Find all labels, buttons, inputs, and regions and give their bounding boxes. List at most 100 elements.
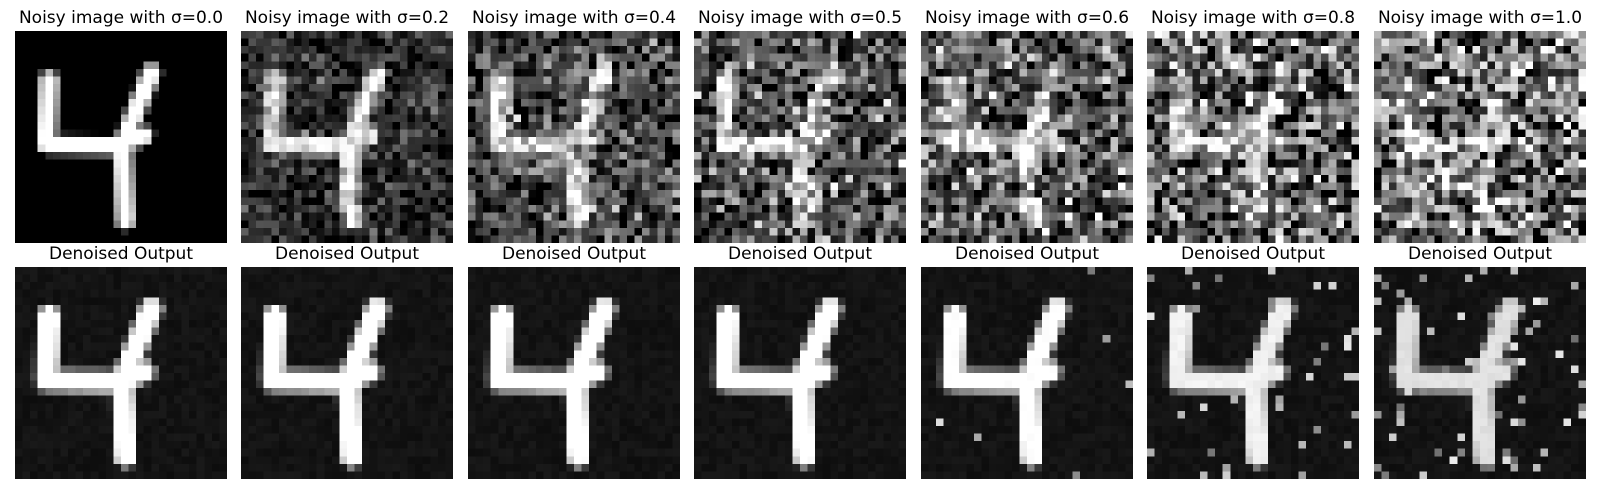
pixel	[657, 137, 666, 146]
pixel	[1042, 190, 1051, 199]
pixel	[151, 144, 160, 153]
pixel	[815, 235, 824, 243]
pixel	[1260, 212, 1269, 221]
pixel	[105, 212, 115, 221]
pixel	[1313, 235, 1322, 243]
pixel	[921, 129, 930, 138]
pixel	[52, 174, 62, 184]
pixel	[664, 227, 674, 237]
pixel	[415, 106, 424, 115]
pixel	[936, 114, 945, 123]
pixel	[784, 144, 794, 153]
pixel	[739, 129, 748, 138]
pixel	[762, 114, 771, 123]
pixel	[642, 121, 651, 131]
pixel	[845, 235, 854, 243]
pixel	[981, 31, 990, 40]
pixel	[1207, 235, 1216, 243]
pixel	[1200, 152, 1209, 161]
pixel	[75, 152, 84, 161]
pixel	[868, 152, 877, 161]
pixel	[989, 212, 998, 221]
pixel	[566, 106, 575, 115]
pixel	[853, 76, 862, 85]
pixel	[151, 152, 160, 161]
pixel	[657, 190, 666, 199]
pixel	[1072, 220, 1081, 229]
pixel	[505, 46, 515, 55]
pixel	[642, 38, 651, 47]
pixel	[1237, 46, 1247, 55]
pixel	[263, 205, 272, 214]
pixel	[407, 182, 416, 191]
pixel	[928, 61, 937, 70]
pixel	[1510, 61, 1519, 70]
pixel	[951, 144, 960, 153]
pixel	[136, 197, 145, 206]
pixel	[331, 159, 341, 168]
pixel	[830, 159, 839, 168]
pixel	[1004, 53, 1013, 62]
pixel	[1540, 91, 1549, 100]
pixel	[1207, 53, 1216, 62]
pixel	[1548, 46, 1557, 55]
pixel	[958, 220, 968, 229]
pixel	[189, 190, 198, 199]
pixel	[981, 159, 990, 168]
pixel	[769, 99, 778, 108]
pixel	[204, 144, 213, 153]
pixel	[166, 205, 175, 214]
pixel	[1207, 167, 1216, 176]
pixel	[384, 129, 394, 138]
pixel	[1540, 76, 1549, 85]
pixel	[521, 152, 530, 161]
pixel	[596, 31, 605, 40]
panel-title: Noisy image with σ=0.8	[1150, 8, 1356, 28]
pixel	[483, 144, 492, 153]
pixel	[928, 167, 937, 176]
pixel	[1290, 144, 1300, 153]
pixel	[324, 121, 333, 131]
pixel	[649, 197, 658, 206]
pixel	[369, 76, 378, 85]
pixel	[1442, 68, 1451, 78]
pixel	[627, 212, 636, 221]
pixel	[271, 235, 280, 243]
pixel	[1200, 121, 1209, 131]
pixel	[694, 91, 703, 100]
pixel	[316, 46, 325, 55]
pixel	[422, 152, 431, 161]
pixel	[430, 46, 439, 55]
pixel	[1184, 106, 1194, 115]
pixel	[347, 61, 356, 70]
pixel	[536, 205, 545, 214]
pixel	[731, 144, 741, 153]
pixel	[807, 235, 816, 243]
pixel	[777, 84, 786, 93]
pixel	[271, 137, 280, 146]
pixel	[83, 31, 92, 40]
pixel	[890, 182, 900, 191]
pixel	[521, 91, 530, 100]
pixel	[731, 114, 741, 123]
pixel	[1027, 144, 1036, 153]
pixel	[143, 182, 152, 191]
pixel	[136, 61, 145, 70]
pixel	[649, 152, 658, 161]
pixel	[1184, 121, 1194, 131]
pixel	[75, 197, 84, 206]
pixel	[1419, 61, 1428, 70]
pixel	[943, 167, 952, 176]
pixel	[316, 31, 325, 40]
pixel	[468, 159, 477, 168]
pixel	[498, 227, 507, 237]
pixel	[498, 91, 507, 100]
pixel	[1290, 235, 1300, 243]
pixel	[611, 190, 621, 199]
pixel	[566, 167, 575, 176]
pixel	[211, 91, 221, 100]
pixel	[1306, 137, 1315, 146]
pixel	[1154, 99, 1163, 108]
pixel	[1169, 159, 1178, 168]
pixel	[1313, 31, 1322, 40]
